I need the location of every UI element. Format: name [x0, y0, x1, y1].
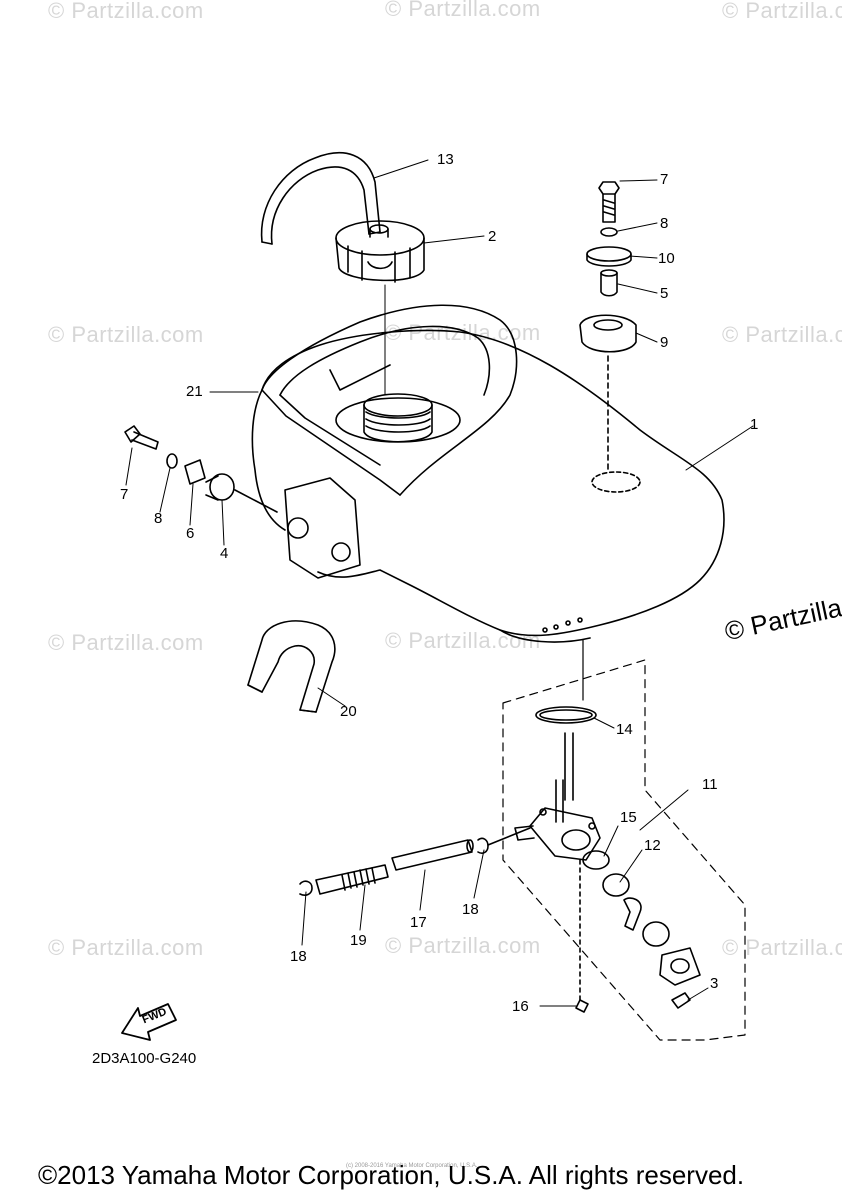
callout-15[interactable]: 15	[620, 809, 637, 826]
fuel-tank	[251, 329, 725, 643]
watermark: © Partzilla.com	[48, 630, 204, 655]
top-mount-hardware	[579, 181, 637, 471]
watermark: © Partzilla.com	[722, 935, 842, 960]
fuel-cap	[335, 220, 425, 283]
watermark: © Partzilla.com	[385, 933, 541, 958]
callout-11[interactable]: 11	[702, 776, 718, 793]
callout-14[interactable]: 14	[616, 721, 633, 738]
callout-18-right[interactable]: 18	[462, 901, 479, 918]
callout-10[interactable]: 10	[658, 250, 675, 267]
watermark: © Partzilla.com	[48, 0, 204, 23]
tiny-copyright-note: (c) 2008-2016 Yamaha Motor Corporation, …	[346, 1163, 478, 1169]
side-mount-hardware	[124, 425, 278, 513]
callout-2[interactable]: 2	[488, 228, 497, 245]
watermark: © Partzilla.com	[385, 628, 541, 653]
tank-pad	[247, 620, 336, 713]
watermark: © Partzilla.com	[385, 0, 541, 21]
callout-8-left[interactable]: 8	[154, 510, 163, 527]
watermark: © Partzilla.com	[48, 322, 204, 347]
callout-9[interactable]: 9	[660, 334, 669, 351]
callout-16[interactable]: 16	[512, 998, 529, 1015]
fuel-line-parts	[299, 827, 531, 896]
petcock-outline	[502, 639, 746, 1041]
breather-hose	[260, 151, 381, 245]
callout-1[interactable]: 1	[750, 416, 759, 433]
callout-17[interactable]: 17	[410, 914, 427, 931]
fuel-petcock	[514, 732, 701, 1013]
o-ring	[535, 706, 597, 724]
tank-band	[261, 304, 518, 496]
callout-12[interactable]: 12	[644, 837, 661, 854]
copyright-footer: ©2013 Yamaha Motor Corporation, U.S.A. A…	[38, 1160, 745, 1190]
callout-7-top[interactable]: 7	[660, 171, 669, 188]
callout-3[interactable]: 13	[437, 151, 454, 168]
callout-18-left[interactable]: 18	[290, 948, 307, 965]
callout-7-left[interactable]: 7	[120, 486, 129, 503]
callout-20[interactable]: 20	[340, 703, 357, 720]
watermark: © Partzilla.com	[722, 0, 842, 23]
o-ring-inner	[539, 709, 593, 721]
callout-4[interactable]: 4	[220, 545, 229, 562]
callout-5[interactable]: 5	[660, 285, 669, 302]
callout-13[interactable]: 3	[710, 975, 719, 992]
leader-lines	[125, 159, 754, 1007]
callout-19[interactable]: 19	[350, 932, 367, 949]
watermark: © Partzilla.com	[722, 322, 842, 347]
diagram-code: 2D3A100-G240	[92, 1050, 197, 1067]
fwd-arrow-icon	[121, 1003, 177, 1041]
callout-8-top[interactable]: 8	[660, 215, 669, 232]
watermark: © Partzilla.com	[48, 935, 204, 960]
callout-21[interactable]: 21	[186, 383, 203, 400]
callout-6[interactable]: 6	[186, 525, 195, 542]
